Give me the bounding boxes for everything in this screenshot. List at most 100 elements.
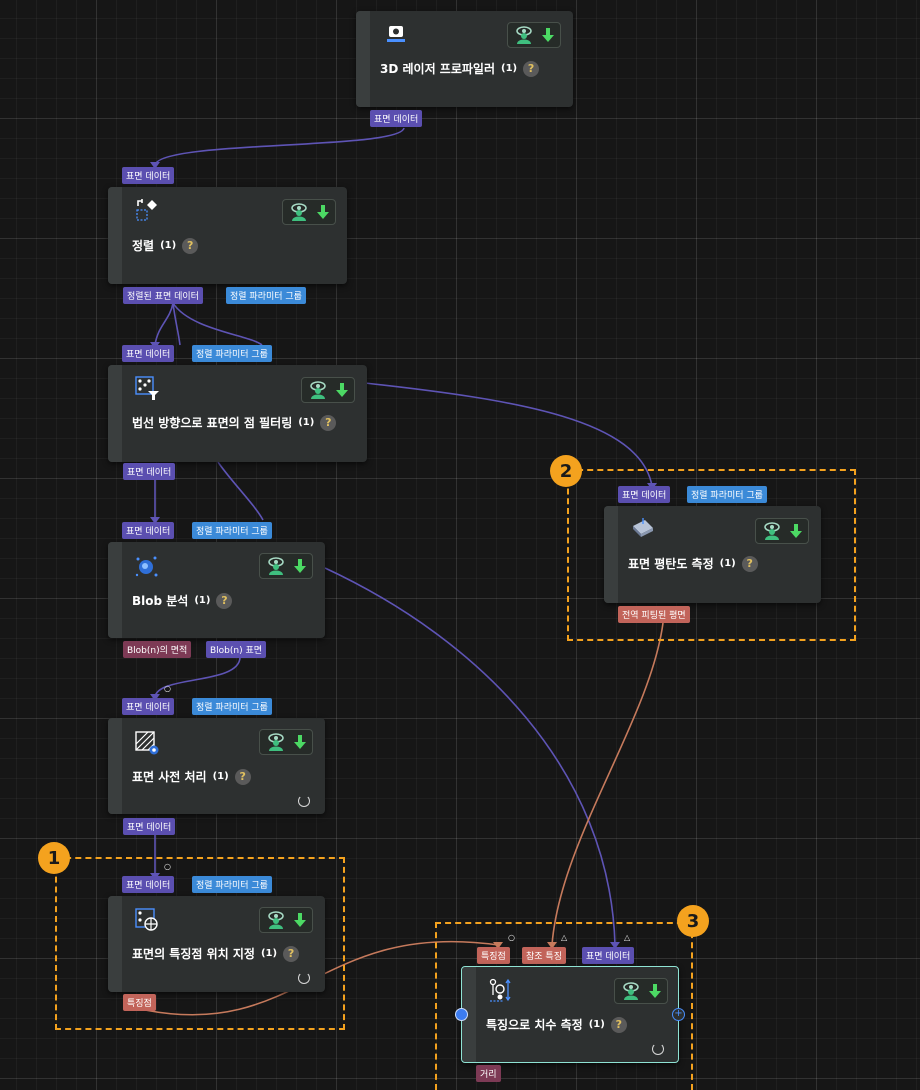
feature-locate-icon — [135, 908, 158, 931]
download-icon[interactable] — [336, 382, 348, 398]
align-icon — [136, 199, 157, 221]
download-icon[interactable] — [790, 523, 802, 539]
node-title-row: 표면 평탄도 측정 (1) ? — [628, 555, 758, 572]
port-required-marker: △ — [624, 933, 631, 942]
port-preprocess-in-params[interactable]: 정렬 파라미터 그룹 — [192, 698, 272, 715]
node-measure-by-feature[interactable]: 특징으로 치수 측정 (1) ? — [461, 966, 679, 1063]
help-icon[interactable]: ? — [283, 945, 300, 962]
port-feature-out-point[interactable]: 특징점 — [123, 994, 156, 1011]
port-required-marker: △ — [561, 933, 568, 942]
node-title-row: 표면 사전 처리 (1) ? — [132, 768, 251, 785]
filter-icon — [135, 376, 159, 400]
node-title: Blob 분석 — [132, 594, 189, 608]
visibility-controls[interactable] — [282, 199, 336, 225]
preview-eye-icon[interactable] — [266, 911, 288, 929]
port-preprocess-in-surface[interactable]: 표면 데이터 — [122, 698, 175, 715]
port-filter-out-surface[interactable]: 표면 데이터 — [123, 463, 176, 480]
download-icon[interactable] — [294, 734, 306, 750]
help-icon[interactable]: ? — [523, 60, 540, 77]
refresh-icon[interactable] — [652, 1043, 664, 1055]
node-feature-locate[interactable]: 표면의 특징점 위치 지정 (1) ? — [108, 896, 325, 992]
node-3d-laser-profiler[interactable]: 3D 레이저 프로파일러 (1) ? — [356, 11, 573, 107]
node-count: (1) — [212, 771, 229, 782]
download-icon[interactable] — [542, 27, 554, 43]
help-icon[interactable]: ? — [320, 414, 337, 431]
node-title: 3D 레이저 프로파일러 — [380, 62, 495, 76]
node-surface-preprocess[interactable]: 표면 사전 처리 (1) ? — [108, 718, 325, 814]
visibility-controls[interactable] — [301, 377, 355, 403]
node-count: (1) — [719, 558, 736, 569]
port-measure-out-distance[interactable]: 거리 — [476, 1065, 501, 1082]
help-icon[interactable]: ? — [216, 592, 233, 609]
visibility-controls[interactable] — [259, 729, 313, 755]
preview-eye-icon[interactable] — [289, 203, 311, 221]
port-preprocess-out-surface[interactable]: 표면 데이터 — [123, 818, 176, 835]
port-feature-in-params[interactable]: 정렬 파라미터 그룹 — [192, 876, 272, 893]
node-title: 표면 사전 처리 — [132, 770, 207, 784]
visibility-controls[interactable] — [259, 553, 313, 579]
visibility-controls[interactable] — [259, 907, 313, 933]
node-align[interactable]: 정렬 (1) ? — [108, 187, 347, 284]
port-align-in-surface[interactable]: 표면 데이터 — [122, 167, 175, 184]
help-icon[interactable]: ? — [741, 555, 758, 572]
port-blob-out-area[interactable]: Blob(n)의 면적 — [123, 641, 192, 658]
port-measure-in-reference[interactable]: 참조 특징 — [522, 947, 566, 964]
node-count: (1) — [160, 240, 177, 251]
visibility-controls[interactable] — [614, 978, 668, 1004]
refresh-icon[interactable] — [298, 795, 310, 807]
flatness-icon — [633, 518, 653, 537]
visibility-controls[interactable] — [507, 22, 561, 48]
visibility-controls[interactable] — [755, 518, 809, 544]
node-normal-filter[interactable]: 법선 방향으로 표면의 점 필터링 (1) ? — [108, 365, 367, 462]
help-icon[interactable]: ? — [610, 1016, 627, 1033]
group-badge-2: 2 — [550, 455, 582, 487]
port-optional-marker: ○ — [164, 862, 171, 871]
node-title: 법선 방향으로 표면의 점 필터링 — [132, 416, 293, 430]
port-align-out-aligned-surface[interactable]: 정렬된 표면 데이터 — [123, 287, 203, 304]
node-blob-analysis[interactable]: Blob 분석 (1) ? — [108, 542, 325, 638]
group-badge-1: 1 — [38, 842, 70, 874]
refresh-icon[interactable] — [298, 972, 310, 984]
port-blob-out-surface[interactable]: Blob(n) 표면 — [206, 641, 267, 658]
port-filter-in-surface[interactable]: 표면 데이터 — [122, 345, 175, 362]
link-flatness-measure — [551, 622, 664, 946]
download-icon[interactable] — [317, 204, 329, 220]
port-feature-in-surface[interactable]: 표면 데이터 — [122, 876, 175, 893]
node-count: (1) — [298, 417, 315, 428]
link-align-filter-c — [172, 302, 263, 346]
preview-eye-icon[interactable] — [621, 982, 643, 1000]
node-surface-flatness[interactable]: 표면 평탄도 측정 (1) ? — [604, 506, 821, 603]
preview-eye-icon[interactable] — [266, 733, 288, 751]
node-count: (1) — [194, 595, 211, 606]
blob-icon — [135, 556, 158, 577]
port-flatness-in-params[interactable]: 정렬 파라미터 그룹 — [687, 486, 767, 503]
download-icon[interactable] — [294, 912, 306, 928]
surface-preprocess-icon — [135, 731, 159, 755]
port-measure-in-feature-point[interactable]: 특징점 — [477, 947, 510, 964]
download-icon[interactable] — [649, 983, 661, 999]
download-icon[interactable] — [294, 558, 306, 574]
node-count: (1) — [260, 948, 278, 959]
input-anchor-dot[interactable] — [455, 1008, 468, 1021]
help-icon[interactable]: ? — [234, 768, 251, 785]
port-flatness-in-surface[interactable]: 표면 데이터 — [618, 486, 671, 503]
port-filter-in-params[interactable]: 정렬 파라미터 그룹 — [192, 345, 272, 362]
help-icon[interactable]: ? — [182, 237, 199, 254]
port-profiler-out-surface[interactable]: 표면 데이터 — [370, 110, 423, 127]
node-title-row: 특징으로 치수 측정 (1) ? — [486, 1016, 627, 1033]
port-align-out-params[interactable]: 정렬 파라미터 그룹 — [226, 287, 306, 304]
node-title: 표면의 특징점 위치 지정 — [132, 947, 255, 961]
group-box-2 — [567, 469, 856, 641]
preview-eye-icon[interactable] — [266, 557, 288, 575]
preview-eye-icon[interactable] — [308, 381, 330, 399]
measure-icon — [489, 978, 511, 1002]
add-output-button[interactable]: + — [672, 1008, 685, 1021]
preview-eye-icon[interactable] — [514, 26, 536, 44]
node-title: 표면 평탄도 측정 — [628, 557, 714, 571]
port-blob-in-params[interactable]: 정렬 파라미터 그룹 — [192, 522, 272, 539]
port-flatness-out-plane[interactable]: 전역 피팅된 평면 — [618, 606, 690, 623]
port-blob-in-surface[interactable]: 표면 데이터 — [122, 522, 175, 539]
port-measure-in-surface[interactable]: 표면 데이터 — [582, 947, 635, 964]
preview-eye-icon[interactable] — [762, 522, 784, 540]
